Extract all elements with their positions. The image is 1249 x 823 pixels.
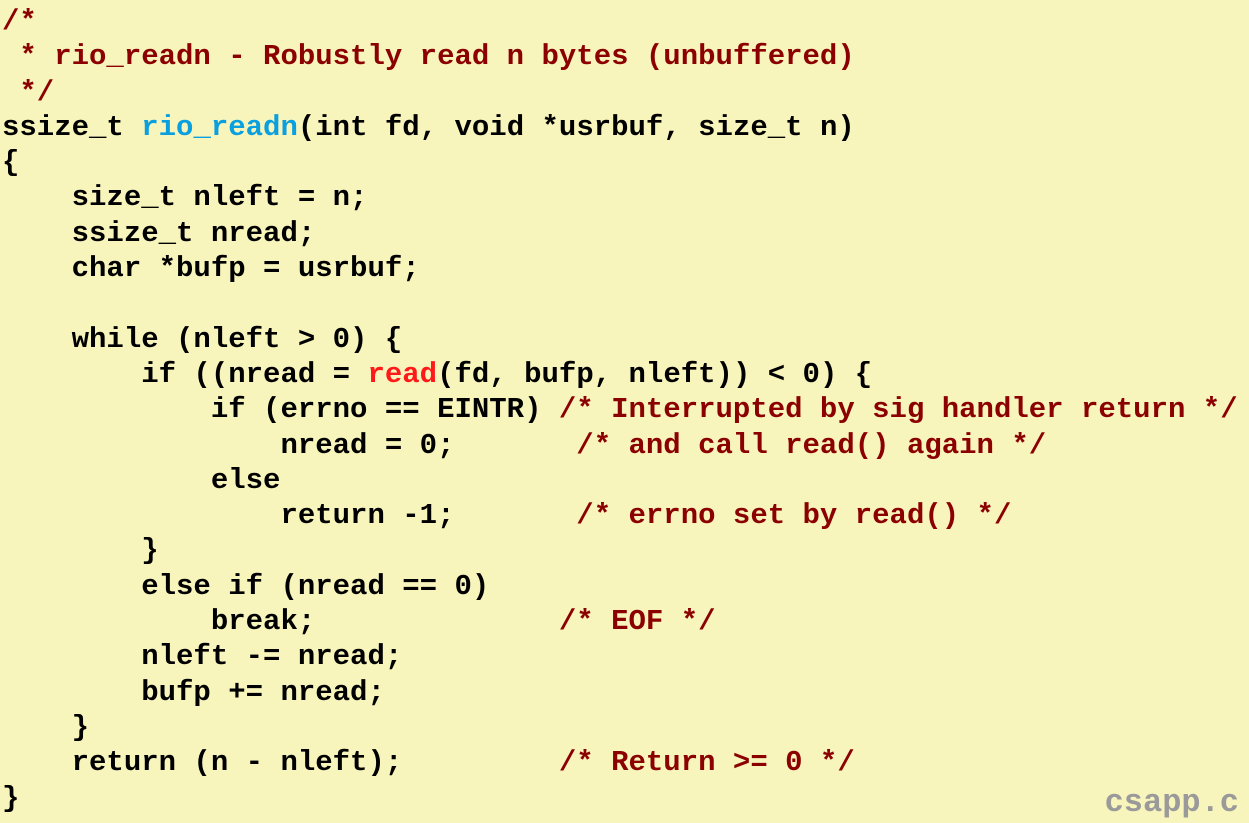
code-comment: /* errno set by read() */ — [576, 499, 1012, 533]
source-file-label: csapp.c — [1104, 784, 1239, 821]
code-comment: /* — [2, 5, 37, 38]
code-text: (fd, bufp, nleft)) < 0) { — [437, 357, 873, 391]
code-line — [2, 286, 1238, 321]
code-text: return -1; — [2, 499, 577, 533]
code-comment: /* Return >= 0 */ — [558, 746, 855, 780]
code-text: break; — [2, 605, 559, 639]
code-line: size_t nleft = n; — [2, 180, 1238, 215]
code-line: char *bufp = usrbuf; — [2, 251, 1238, 286]
code-line: } — [2, 710, 1238, 745]
code-text: else — [2, 463, 281, 497]
code-comment: /* Interrupted by sig handler return */ — [558, 393, 1238, 427]
code-text: if ((nread = — [2, 357, 368, 391]
code-line: } — [2, 533, 1238, 568]
code-comment: */ — [2, 75, 55, 109]
code-text: } — [2, 534, 159, 568]
code-line: nleft -= nread; — [2, 639, 1238, 674]
code-line: return -1; /* errno set by read() */ — [2, 498, 1238, 533]
code-line: if ((nread = read(fd, bufp, nleft)) < 0)… — [2, 357, 1238, 392]
code-line: if (errno == EINTR) /* Interrupted by si… — [2, 392, 1238, 427]
code-text: ssize_t nread; — [2, 216, 316, 250]
code-text: ssize_t — [2, 110, 142, 144]
code-text: } — [2, 781, 20, 815]
code-comment: /* and call read() again */ — [576, 428, 1047, 462]
code-line: else — [2, 463, 1238, 498]
code-line: /* — [2, 4, 1238, 39]
code-text: else if (nread == 0) — [2, 569, 490, 603]
code-text: nread = 0; — [2, 428, 577, 462]
code-text: { — [2, 146, 20, 180]
code-text: } — [2, 710, 90, 744]
code-line: } — [2, 781, 1238, 816]
code-line: bufp += nread; — [2, 675, 1238, 710]
code-comment: /* EOF */ — [558, 605, 716, 639]
code-listing: /* * rio_readn - Robustly read n bytes (… — [2, 4, 1238, 816]
code-line: nread = 0; /* and call read() again */ — [2, 428, 1238, 463]
code-line: ssize_t nread; — [2, 216, 1238, 251]
code-line: */ — [2, 75, 1238, 110]
code-text: nleft -= nread; — [2, 640, 403, 674]
code-line: while (nleft > 0) { — [2, 322, 1238, 357]
code-comment: * rio_readn - Robustly read n bytes (unb… — [2, 40, 855, 74]
code-text: (int fd, void *usrbuf, size_t n) — [297, 110, 855, 144]
code-text: size_t nleft = n; — [2, 181, 368, 215]
code-text: bufp += nread; — [2, 675, 385, 709]
code-line: else if (nread == 0) — [2, 569, 1238, 604]
code-text: return (n - nleft); — [2, 746, 559, 780]
code-line: ssize_t rio_readn(int fd, void *usrbuf, … — [2, 110, 1238, 145]
code-line: break; /* EOF */ — [2, 604, 1238, 639]
code-text: if (errno == EINTR) — [2, 393, 559, 427]
code-text: char *bufp = usrbuf; — [2, 252, 420, 286]
code-line: { — [2, 145, 1238, 180]
code-line: return (n - nleft); /* Return >= 0 */ — [2, 745, 1238, 780]
function-name: rio_readn — [141, 110, 298, 144]
code-text: while (nleft > 0) { — [2, 322, 403, 356]
code-line: * rio_readn - Robustly read n bytes (unb… — [2, 39, 1238, 74]
system-call: read — [367, 357, 438, 391]
